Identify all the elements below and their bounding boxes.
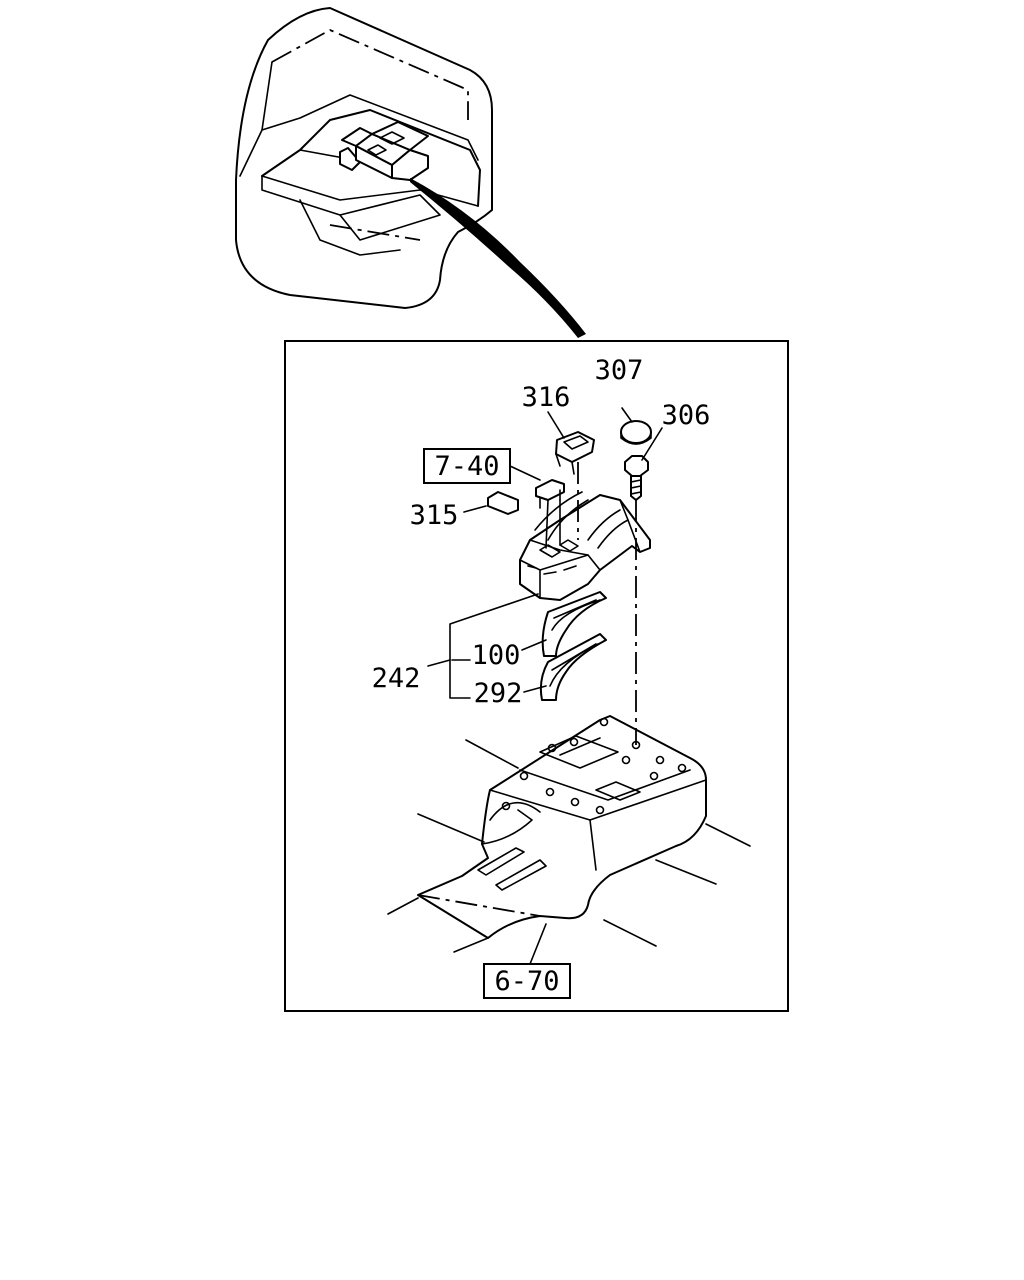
- leader-307: [621, 407, 633, 423]
- knob-316: [555, 431, 595, 475]
- screw-306: [624, 455, 649, 501]
- leader-740: [509, 465, 541, 481]
- leader-315: [463, 505, 487, 513]
- clip: [535, 479, 565, 509]
- floor-console: [387, 715, 751, 953]
- bracket-242: [449, 593, 539, 699]
- reference-6-70-label: 6-70: [494, 966, 559, 997]
- reference-6-70[interactable]: 6-70: [483, 963, 571, 999]
- leader-316: [547, 411, 565, 439]
- callout-100: 100: [472, 640, 521, 671]
- callout-292: 292: [474, 678, 523, 709]
- cap-307: [620, 420, 652, 445]
- reference-7-40[interactable]: 7-40: [423, 448, 511, 484]
- vehicle-overview: [235, 7, 586, 338]
- pad-315: [487, 491, 519, 515]
- seal-100: [541, 591, 607, 657]
- leader-242: [427, 659, 451, 667]
- callout-307: 307: [595, 355, 644, 386]
- switch-housing: [519, 491, 651, 601]
- leader-306: [641, 427, 663, 461]
- callout-315: 315: [410, 500, 459, 531]
- callout-306: 306: [662, 400, 711, 431]
- reference-7-40-label: 7-40: [434, 451, 499, 482]
- detail-frame: [284, 340, 789, 1012]
- leader-100b: [521, 639, 547, 651]
- leader-670: [529, 923, 547, 965]
- seal-292: [539, 633, 607, 701]
- callout-242: 242: [372, 663, 421, 694]
- callout-316: 316: [522, 382, 571, 413]
- leader-292: [523, 685, 547, 693]
